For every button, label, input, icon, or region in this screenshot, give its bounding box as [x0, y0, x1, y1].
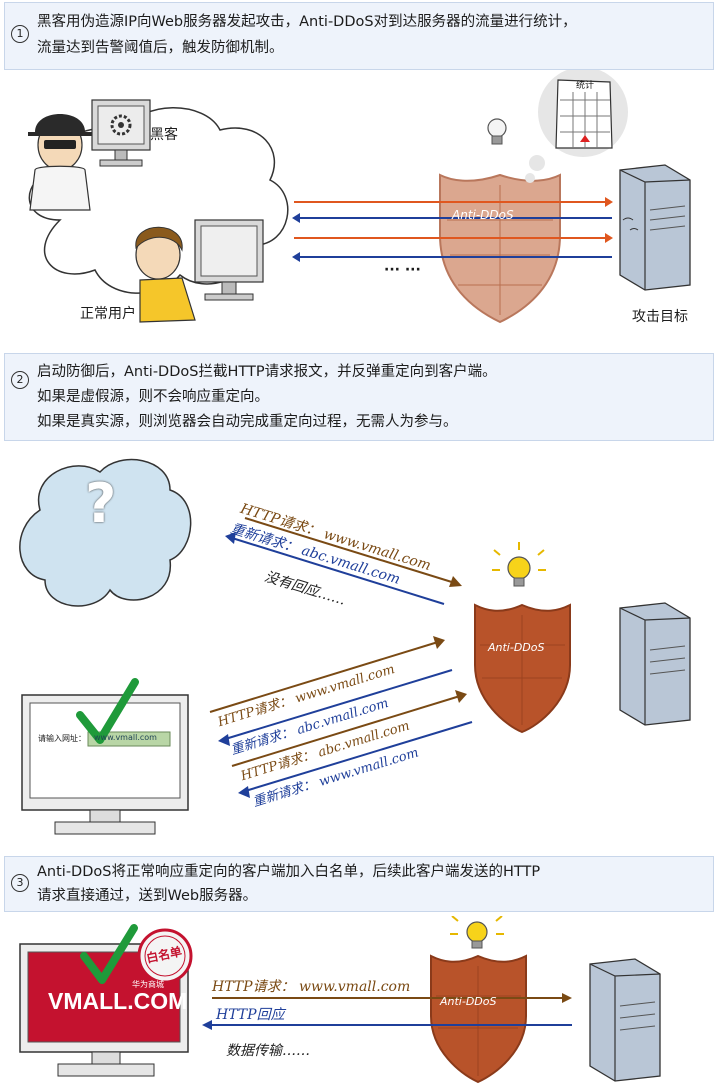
http-response-label: HTTP回应	[216, 1007, 285, 1023]
lightbulb-dim-icon	[487, 118, 507, 145]
step1-text-line2: 流量达到告警阈值后，触发防御机制。	[37, 40, 284, 56]
step1-illustration	[28, 70, 691, 324]
stats-title: 统计	[576, 81, 595, 91]
fake-source-cloud	[19, 458, 192, 607]
shield-label: Anti-DDoS	[440, 995, 497, 1008]
anti-ddos-shield	[474, 603, 571, 734]
step1-panel: 1 黑客用伪造源IP向Web服务器发起攻击，Anti-DDoS对到达服务器的流量…	[4, 2, 714, 70]
step1-text-line1: 黑客用伪造源IP向Web服务器发起攻击，Anti-DDoS对到达服务器的流量进行…	[37, 14, 577, 30]
whitelist-stamp	[137, 928, 193, 984]
target-server	[619, 164, 691, 291]
normal-user-label: 正常用户	[80, 306, 136, 322]
step1-number: 1	[11, 25, 29, 43]
step2-number: 2	[11, 371, 29, 389]
data-transfer-label: 数据传输……	[226, 1043, 310, 1059]
fake-source-arrows	[225, 517, 462, 605]
unknown-source-symbol: ?	[85, 472, 117, 535]
hacker-monitor	[91, 99, 151, 167]
real-source-arrows	[209, 636, 473, 798]
anti-ddos-shield	[430, 954, 527, 1084]
check-icon	[76, 678, 139, 744]
browser-address-label: 请输入网址：	[38, 734, 86, 743]
ellipsis: ··· ···	[384, 262, 421, 278]
step2-panel: 2 启动防御后，Anti-DDoS拦截HTTP请求报文，并反弹重定向到客户端。 …	[4, 353, 714, 441]
whitelisted-arrows	[202, 993, 572, 1030]
vmall-sub-label: 华为商城	[132, 980, 164, 989]
real-source-monitor	[21, 694, 189, 835]
traffic-arrows	[292, 197, 613, 262]
browser-url-field[interactable]: www.vmall.com	[94, 733, 157, 742]
anti-ddos-shield	[439, 173, 561, 324]
step3-text-line2: 请求直接通过，送到Web服务器。	[37, 888, 258, 904]
step2-text-line3: 如果是真实源，则浏览器会自动完成重定向过程，无需人为参与。	[37, 414, 458, 430]
step3-panel: 3 Anti-DDoS将正常响应重定向的客户端加入白名单，后续此客户端发送的HT…	[4, 856, 714, 912]
hacker-label: 黑客	[150, 127, 178, 143]
step3-number: 3	[11, 874, 29, 892]
http-request-label: HTTP请求： www.vmall.com	[212, 979, 411, 995]
web-server	[619, 602, 691, 726]
stats-thought-bubble	[525, 70, 628, 183]
step2-text-line2: 如果是虚假源，则不会响应重定向。	[37, 389, 269, 405]
target-label: 攻击目标	[632, 309, 688, 325]
vmall-logo: VMALL.COM	[48, 988, 188, 1014]
step2-illustration	[19, 458, 691, 835]
shield-label: Anti-DDoS	[452, 208, 514, 222]
step2-text-line1: 启动防御后，Anti-DDoS拦截HTTP请求报文，并反弹重定向到客户端。	[37, 364, 497, 380]
check-icon	[80, 924, 138, 984]
hacker-figure	[28, 114, 92, 211]
web-server	[589, 958, 661, 1082]
step3-illustration	[19, 916, 661, 1084]
normal-user-figure	[135, 226, 196, 323]
user-monitor	[194, 219, 264, 301]
step3-text-line1: Anti-DDoS将正常响应重定向的客户端加入白名单，后续此客户端发送的HTTP	[37, 864, 541, 880]
lightbulb-lit-icon	[450, 916, 504, 949]
lightbulb-lit-icon	[492, 542, 546, 587]
shield-label: Anti-DDoS	[488, 641, 545, 654]
